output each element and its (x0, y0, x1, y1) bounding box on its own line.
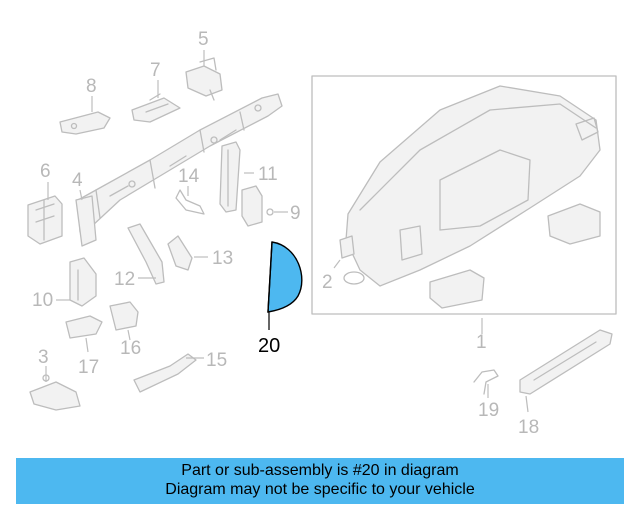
part-10-bracket (69, 257, 97, 307)
part-8-bracket (59, 111, 111, 135)
callout-14: 14 (178, 166, 200, 187)
callout-6: 6 (40, 161, 51, 182)
info-banner: Part or sub-assembly is #20 in diagram D… (16, 458, 624, 504)
part-9-bracket (241, 185, 274, 227)
part-13-bracket (167, 235, 193, 271)
part-15-bracket (133, 353, 197, 393)
callout-4: 4 (72, 170, 83, 191)
part-7-bracket (131, 93, 181, 123)
part-16-bracket (109, 301, 139, 331)
leader-lines (45, 50, 529, 413)
callout-18: 18 (518, 417, 539, 438)
part-19-bracket (473, 369, 499, 395)
callout-9: 9 (290, 203, 301, 224)
banner-line-2: Diagram may not be specific to your vehi… (165, 481, 475, 498)
callout-2: 2 (322, 272, 333, 293)
callout-11: 11 (258, 164, 278, 185)
part-20-panel[interactable] (267, 241, 303, 313)
callout-16: 16 (120, 338, 141, 359)
callout-12: 12 (114, 269, 135, 290)
callout-labels: 1 2 3 4 5 6 7 8 9 10 11 12 13 14 15 16 1… (32, 29, 539, 438)
callout-17: 17 (78, 357, 99, 378)
callout-5: 5 (198, 29, 209, 50)
part-20-highlighted[interactable] (267, 241, 303, 330)
callout-20: 20 (258, 335, 280, 357)
part-6-bracket (27, 195, 63, 245)
callout-3: 3 (38, 347, 49, 368)
callout-1: 1 (476, 332, 487, 353)
banner-line-1: Part or sub-assembly is #20 in diagram (181, 462, 459, 479)
part-12-brace (127, 223, 165, 285)
part-2-bracket (339, 235, 365, 285)
part-1-dashboard-assembly (311, 75, 617, 315)
part-11-brace (219, 141, 241, 213)
callout-7: 7 (150, 60, 161, 81)
part-14-bracket (175, 189, 205, 215)
callout-10: 10 (32, 290, 53, 311)
part-17-bracket (65, 315, 103, 339)
callout-15: 15 (206, 350, 227, 371)
part-3-bracket (29, 374, 81, 411)
part-18-rail (519, 329, 613, 395)
callout-8: 8 (86, 76, 97, 97)
part-4-crossmember (75, 93, 283, 247)
callout-19: 19 (478, 400, 499, 421)
callout-13: 13 (212, 248, 233, 269)
